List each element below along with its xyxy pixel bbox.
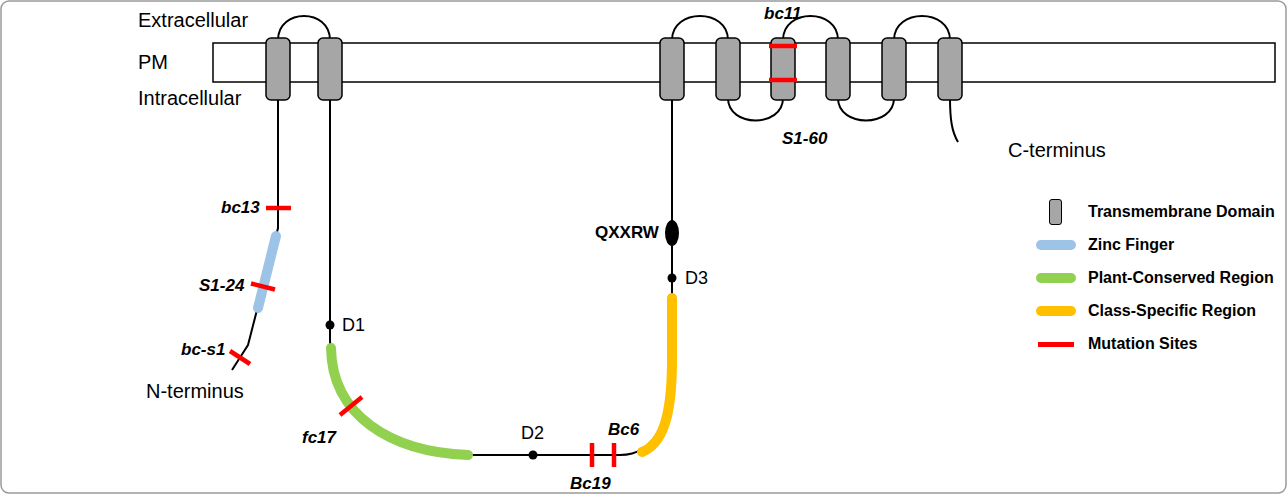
site-label: D1 [342, 315, 365, 336]
mutation-label: fc17 [302, 428, 336, 448]
extracellular-loops [278, 16, 950, 40]
region-label: Extracellular [138, 9, 248, 32]
legend-swatch [1036, 240, 1076, 250]
mutation-label: Bc6 [608, 420, 639, 440]
legend-text: Transmembrane Domain [1088, 203, 1275, 221]
legend-text: Class-Specific Region [1088, 302, 1256, 320]
legend-swatch [1036, 273, 1076, 283]
mutation-label: S1-24 [199, 276, 244, 296]
mutation-label: bc-s1 [181, 340, 225, 360]
class-specific-region [642, 298, 672, 452]
plasma-membrane [213, 43, 1275, 82]
legend-text: Mutation Sites [1088, 335, 1197, 353]
intracellular-loops [728, 98, 894, 121]
terminus-label: N-terminus [146, 380, 244, 403]
legend-swatch [1036, 306, 1076, 316]
c-terminus-chain [950, 98, 958, 142]
region-label: Intracellular [138, 87, 241, 110]
site-label: D3 [685, 268, 708, 289]
legend-text: Plant-Conserved Region [1088, 269, 1274, 287]
central-loop [330, 98, 672, 455]
mutation-marks [230, 46, 797, 467]
terminus-label: C-terminus [1008, 139, 1106, 162]
mutation-label: Bc19 [570, 474, 611, 494]
domain-dots [326, 274, 677, 460]
n-terminus-chain [232, 98, 278, 370]
motif-label: QXXRW [595, 223, 659, 243]
mutation-label: bc13 [221, 198, 260, 218]
legend-text: Zinc Finger [1088, 236, 1174, 254]
legend-shape [1049, 199, 1062, 225]
qxxrw-motif [665, 220, 679, 246]
transmembrane-domains [266, 38, 962, 100]
legend-swatch [1038, 342, 1074, 347]
site-label: D2 [521, 423, 544, 444]
mutation-label: bc11 [764, 4, 802, 24]
zinc-finger [258, 236, 276, 308]
region-label: PM [138, 51, 168, 74]
plant-conserved-region [331, 348, 468, 455]
mutation-label: S1-60 [782, 129, 827, 149]
